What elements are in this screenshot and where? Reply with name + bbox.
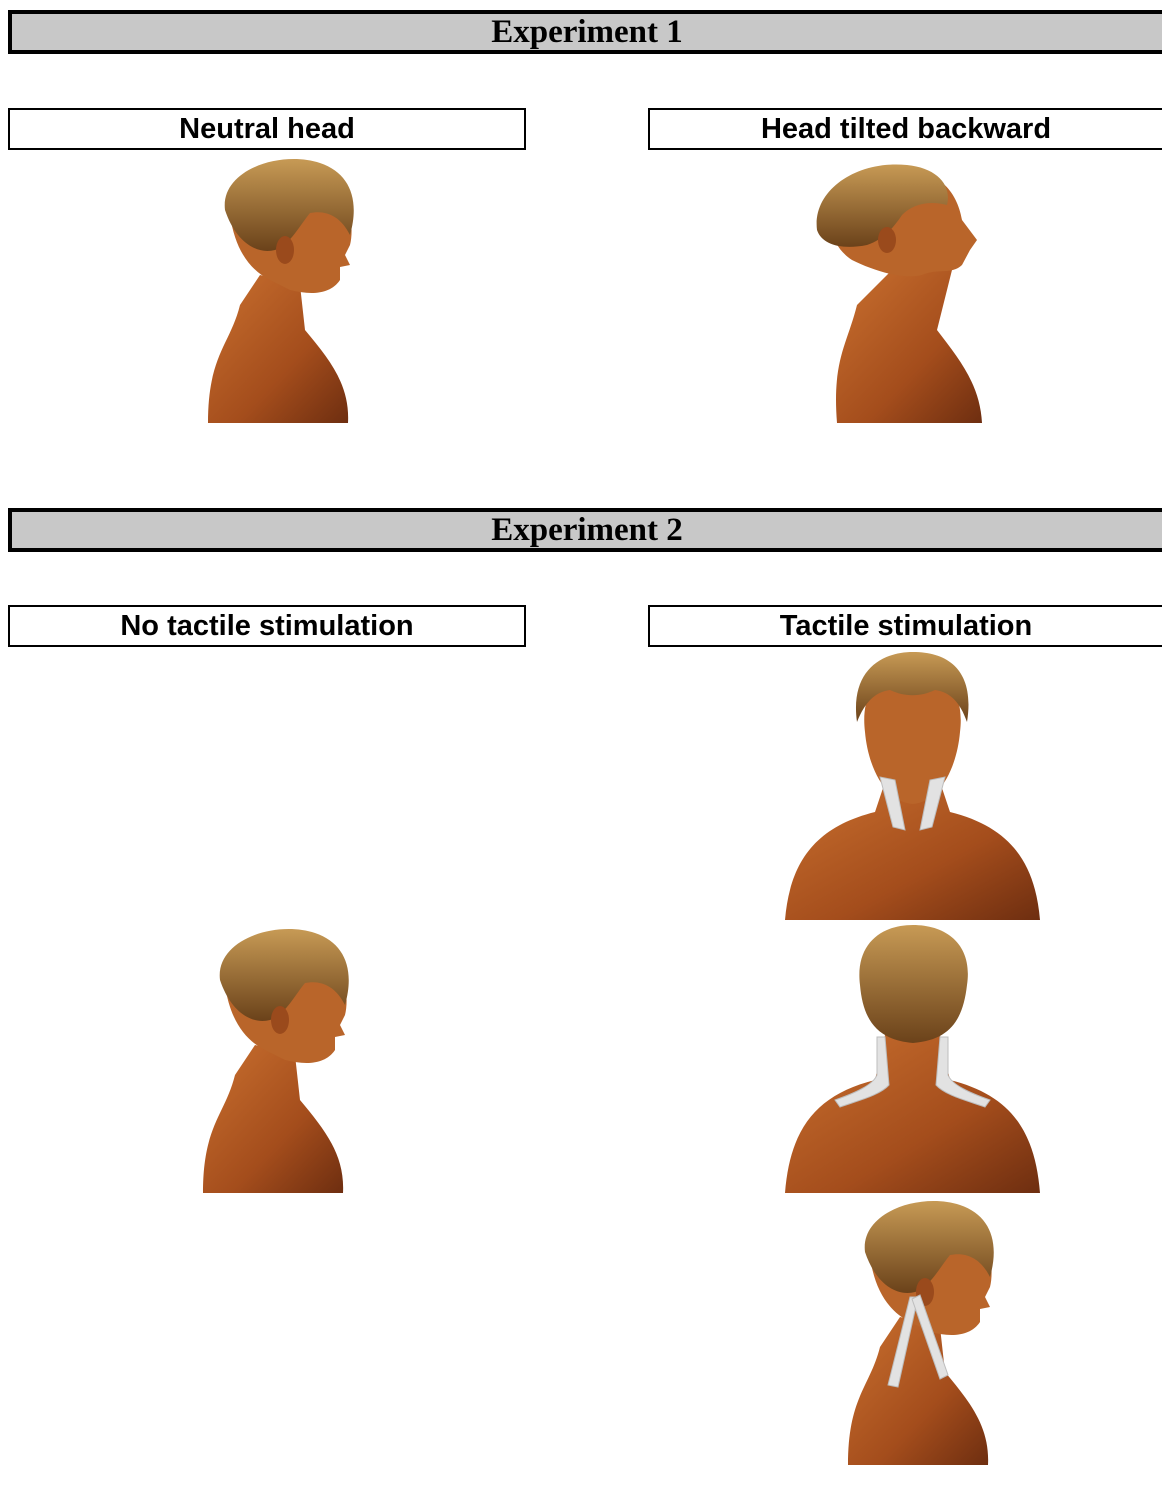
experiment-2-title: Experiment 2 xyxy=(491,512,683,549)
neutral-head-label: Neutral head xyxy=(179,113,355,146)
head-tilted-backward-label: Head tilted backward xyxy=(761,113,1051,146)
head-tilted-backward-figure xyxy=(812,160,987,423)
neutral-head-label-box: Neutral head xyxy=(8,108,526,150)
experiment-1-title: Experiment 1 xyxy=(491,14,683,51)
experiment-2-banner: Experiment 2 xyxy=(8,508,1162,552)
tactile-back-figure xyxy=(785,925,1040,1193)
experiment-1-banner: Experiment 1 xyxy=(8,10,1162,54)
tactile-front-figure xyxy=(785,652,1040,920)
tactile-side-figure xyxy=(840,1197,1005,1465)
tactile-stimulation-label-box: Tactile stimulation xyxy=(648,605,1162,647)
tactile-stimulation-label: Tactile stimulation xyxy=(780,610,1032,643)
head-tilted-backward-label-box: Head tilted backward xyxy=(648,108,1162,150)
no-tactile-side-figure xyxy=(195,925,360,1193)
no-tactile-stimulation-label-box: No tactile stimulation xyxy=(8,605,526,647)
neutral-head-figure xyxy=(200,155,370,423)
no-tactile-stimulation-label: No tactile stimulation xyxy=(120,610,413,643)
